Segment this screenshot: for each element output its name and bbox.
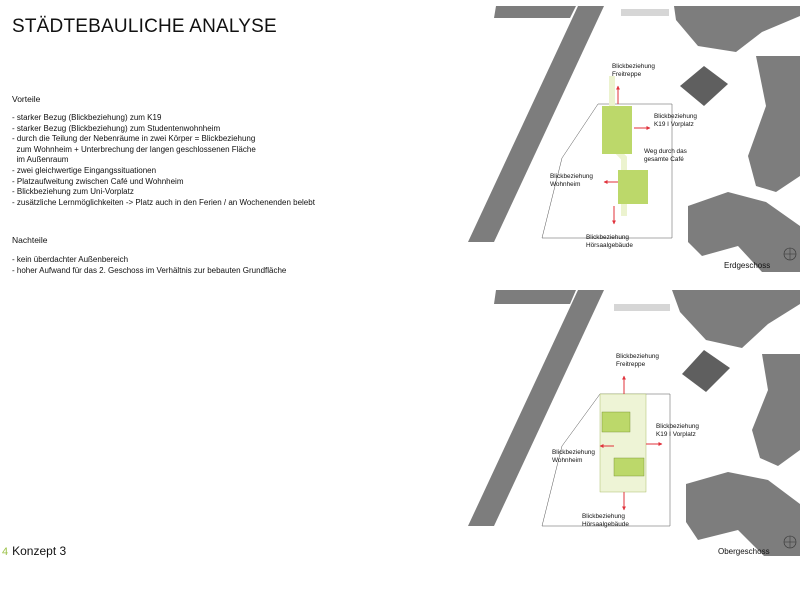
green-block-north [601,411,631,433]
list-item: - zwei gleichwertige Eingangssituationen [12,165,157,175]
site-outline [541,393,671,527]
road-top [494,6,576,18]
building-left-diagonal [468,290,604,526]
plan-caption: Obergeschoss [718,547,770,556]
green-block-south [618,170,648,204]
building-right-lower [686,472,800,556]
list-item: - Blickbeziehung zum Uni-Vorplatz [12,187,134,197]
page-title: STÄDTEBAULICHE ANALYSE [12,16,277,37]
concept-label: Konzept 3 [12,544,67,558]
green-block-north [602,106,632,154]
list-item: - hoher Aufwand für das 2. Geschoss im V… [12,265,287,275]
building-small [680,66,728,106]
nachteile-heading: Nachteile [12,235,48,245]
site-outline [541,103,673,239]
crosswalk [614,304,670,311]
building-top-right [674,6,800,52]
list-item: - kein überdachter Außenbereich [12,255,129,264]
building-small [682,350,730,392]
list-item: - starker Bezug (Blickbeziehung) zum K19 [12,113,162,122]
building-right-upper [748,56,800,192]
list-item: im Außenraum [12,155,69,165]
building-top-right [672,290,800,348]
upper-floor-plate [599,393,647,493]
green-block-south [613,457,645,477]
building-right-lower [688,192,800,272]
nachteile-list: - kein überdachter Außenbereich - hoher … [12,255,286,276]
list-item: - Platzaufweitung zwischen Café und Wohn… [12,176,184,186]
crosswalk [621,9,669,16]
list-item: - starker Bezug (Blickbeziehung) zum Stu… [12,123,221,133]
vorteile-list: - starker Bezug (Blickbeziehung) zum K19… [12,113,315,208]
building-right-upper [752,354,800,466]
road-top [494,290,576,304]
list-item: - zusätzliche Lernmöglichkeiten -> Platz… [12,197,315,207]
building-left-diagonal [468,6,604,242]
list-item: zum Wohnheim + Unterbrechung der langen … [12,144,256,154]
list-item: - durch die Teilung der Nebenräume in zw… [12,134,256,144]
vorteile-heading: Vorteile [12,94,41,104]
plan-caption: Erdgeschoss [724,261,770,270]
page-number: 4 [2,546,9,558]
